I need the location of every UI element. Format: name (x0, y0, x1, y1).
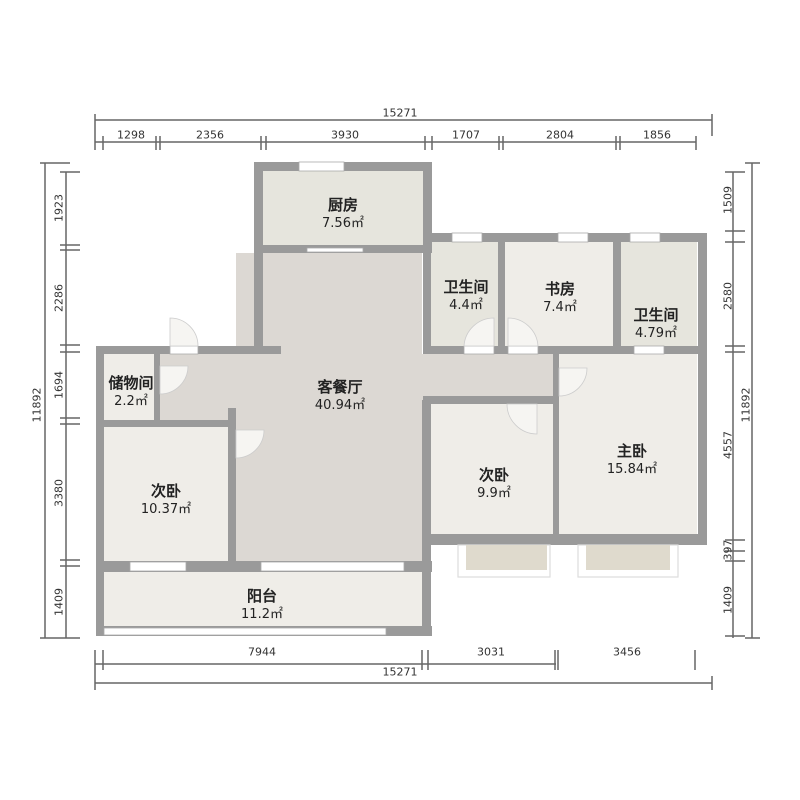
room-bedroom-east: 次卧 9.9㎡ (477, 465, 511, 503)
room-area: 9.9㎡ (477, 486, 511, 501)
dim-top-total: 15271 (382, 106, 418, 120)
corridor-floor (420, 354, 556, 400)
study-door-icon (507, 317, 539, 347)
bath2-floor (621, 242, 697, 346)
room-bedroom-west: 次卧 10.37㎡ (141, 481, 191, 519)
room-area: 7.4㎡ (543, 300, 577, 315)
dim-top-seg: 3930 (331, 128, 359, 142)
room-area: 11.2㎡ (241, 607, 283, 622)
dimension-lines (40, 114, 760, 690)
dim-top-seg: 1856 (643, 128, 671, 142)
room-name: 主卧 (616, 442, 647, 460)
windows (103, 161, 665, 636)
room-name: 卫生间 (443, 278, 489, 296)
dim-top-seg: 1298 (117, 128, 145, 142)
bedroom-west-door-icon (235, 429, 265, 459)
room-name: 阳台 (246, 587, 278, 605)
dim-left-total: 11892 (30, 387, 44, 423)
room-name: 储物间 (108, 374, 154, 392)
room-master-bedroom: 主卧 15.84㎡ (607, 441, 657, 479)
dim-bottom-seg: 3031 (477, 645, 505, 659)
dim-right-seg: 1509 (721, 186, 735, 214)
bay-windows (457, 544, 679, 578)
floors (104, 170, 697, 626)
bath2-door-frame (633, 345, 665, 355)
room-study: 书房 7.4㎡ (543, 279, 577, 317)
dim-top-seg: 2804 (546, 128, 574, 142)
room-storage: 储物间 2.2㎡ (108, 373, 153, 411)
room-name: 书房 (544, 280, 575, 298)
dim-bottom-seg: 7944 (248, 645, 276, 659)
dim-left-seg: 1694 (52, 371, 66, 399)
room-area: 40.94㎡ (314, 398, 366, 413)
bath1-door-frame (463, 345, 495, 355)
living-balcony-door (260, 561, 405, 572)
entrance-door-frame (169, 345, 199, 355)
dim-right-total: 11892 (739, 387, 753, 423)
room-name: 厨房 (327, 196, 359, 214)
room-area: 7.56㎡ (322, 216, 364, 231)
bath2-window (629, 232, 661, 243)
room-area: 2.2㎡ (114, 394, 148, 409)
room-name: 卫生间 (633, 306, 679, 324)
dim-right-seg: 2580 (721, 282, 735, 310)
kitchen-sliding-door (306, 247, 364, 253)
living-floor (236, 253, 422, 563)
bath1-door-icon (463, 317, 495, 347)
dim-left-seg: 2286 (52, 284, 66, 312)
kitchen-window (298, 161, 345, 172)
study-door-frame (507, 345, 539, 355)
room-area: 15.84㎡ (606, 462, 658, 477)
dim-top-seg: 2356 (196, 128, 224, 142)
storage-door-icon (159, 365, 189, 395)
room-area: 4.79㎡ (635, 326, 677, 341)
balcony-floor (104, 572, 422, 626)
room-name: 次卧 (478, 466, 509, 484)
dim-right-seg: 4557 (721, 431, 735, 459)
dim-left-seg: 1409 (52, 588, 66, 616)
dim-left-seg: 3380 (52, 479, 66, 507)
bath1-window (451, 232, 483, 243)
dim-left-seg: 1923 (52, 194, 66, 222)
room-kitchen: 厨房 7.56㎡ (322, 195, 364, 233)
room-balcony: 阳台 11.2㎡ (241, 586, 283, 624)
doors (159, 317, 588, 459)
dim-bottom-total: 15271 (382, 665, 418, 679)
room-name: 客餐厅 (317, 378, 363, 396)
dim-right-seg: 1409 (721, 586, 735, 614)
study-window (557, 232, 589, 243)
storage-floor (104, 354, 156, 420)
master-door-icon (558, 367, 588, 397)
room-area: 4.4㎡ (449, 298, 483, 313)
room-bathroom-1: 卫生间 4.4㎡ (443, 277, 488, 315)
room-bathroom-2: 卫生间 4.79㎡ (633, 305, 678, 343)
kitchen-floor (262, 170, 424, 248)
bedroom-west-sliding-door (129, 561, 187, 572)
entrance-door-icon (169, 317, 199, 347)
dim-top-seg: 1707 (452, 128, 480, 142)
room-living-dining: 客餐厅 40.94㎡ (315, 377, 365, 415)
room-name: 次卧 (150, 482, 181, 500)
bedroom-west-floor (104, 427, 228, 561)
room-area: 10.37㎡ (140, 502, 192, 517)
dim-bottom-seg: 3456 (613, 645, 641, 659)
bedroom-east-door-icon (506, 403, 538, 435)
balcony-window (103, 627, 387, 636)
dim-right-seg: 397 (721, 539, 735, 561)
